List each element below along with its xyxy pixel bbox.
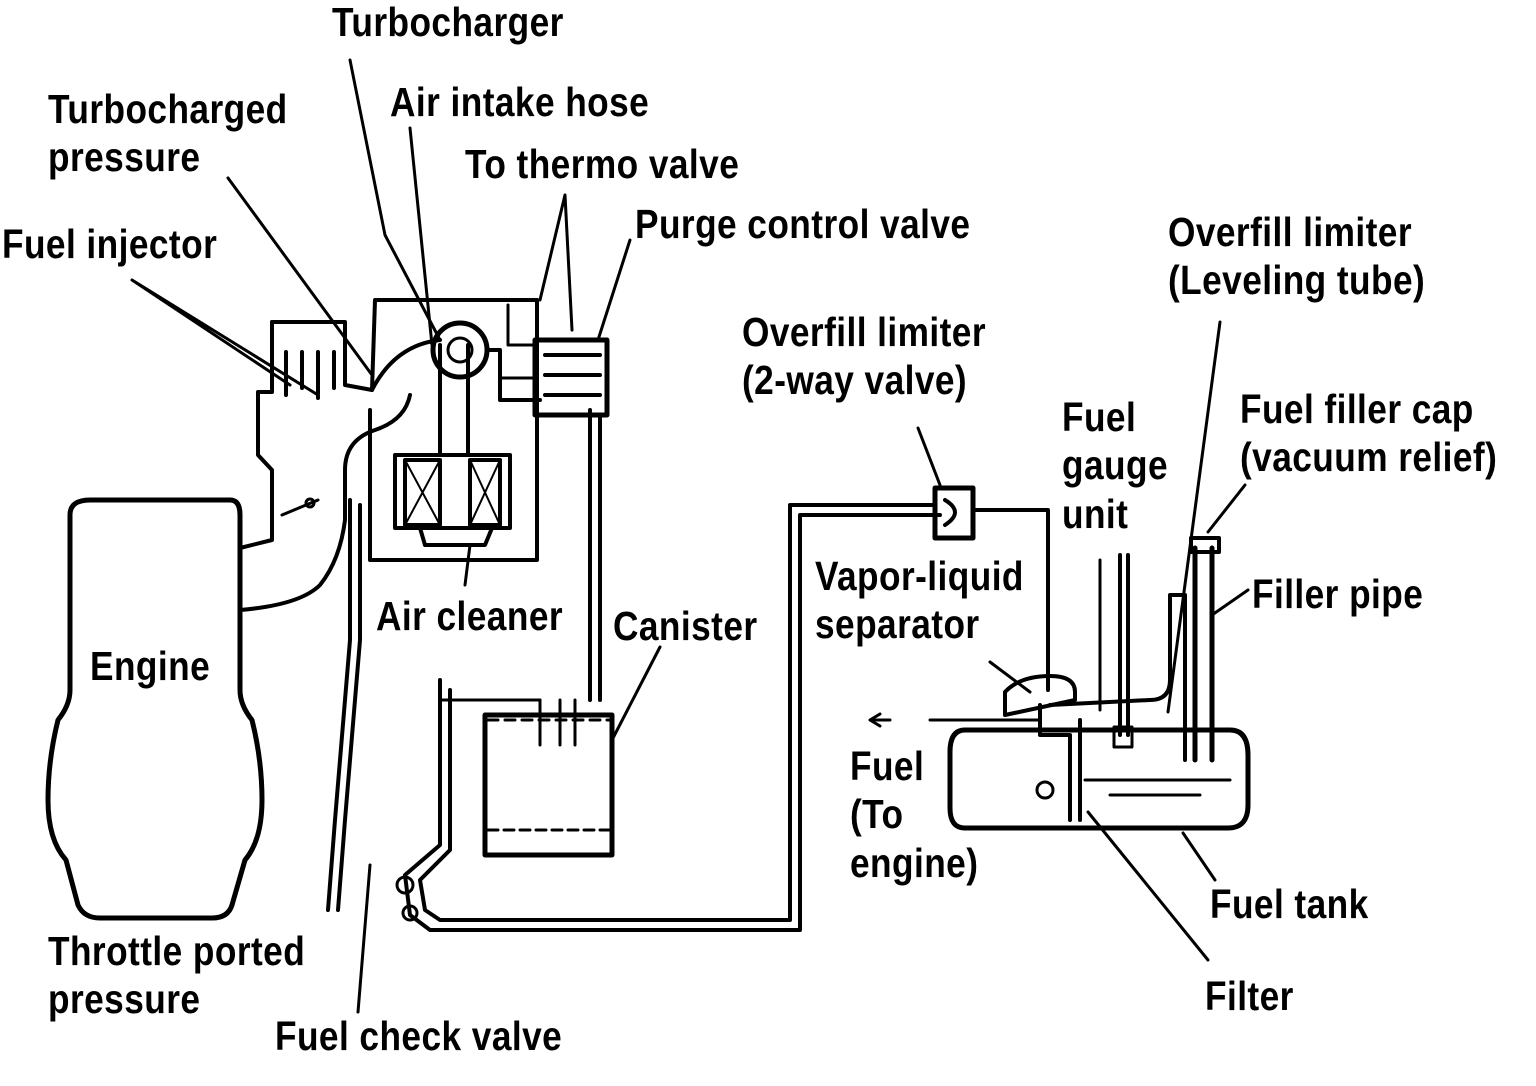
label-purge-control-valve: Purge control valve [635, 201, 971, 247]
purge-control-valve [498, 303, 610, 418]
label-filler-pipe: Filler pipe [1252, 571, 1424, 617]
label-fuel-check-valve: Fuel check valve [275, 1013, 563, 1059]
label-fuel-injector: Fuel injector [2, 221, 218, 267]
label-overfill-limiter-2-way-valve: Overfill limiter (2-way valve) [742, 309, 986, 404]
label-engine: Engine [90, 643, 211, 689]
two-way-valve [932, 485, 1050, 692]
air-cleaner-assembly [368, 298, 539, 587]
fuel-tank [868, 536, 1251, 831]
vapor-lines [326, 408, 942, 932]
label-canister: Canister [613, 603, 758, 649]
leader-lines [130, 58, 1250, 1014]
label-fuel-tank: Fuel tank [1210, 881, 1369, 927]
label-to-thermo-valve: To thermo valve [465, 141, 740, 187]
label-fuel-gauge-unit: Fuel gauge unit [1062, 394, 1168, 537]
label-fuel-filler-cap: Fuel filler cap (vacuum relief) [1240, 386, 1498, 481]
label-turbocharged-pressure: Turbocharged pressure [48, 86, 288, 181]
label-turbocharger: Turbocharger [332, 0, 564, 45]
label-air-intake-hose: Air intake hose [390, 79, 650, 125]
canister [438, 698, 615, 858]
label-filter: Filter [1205, 973, 1294, 1019]
label-overfill-limiter-leveling-tube: Overfill limiter (Leveling tube) [1168, 209, 1426, 304]
engine-block [45, 497, 265, 921]
turbocharger [430, 320, 542, 402]
label-fuel-to-engine: Fuel (To engine) [850, 743, 979, 886]
label-throttle-ported-pressure: Throttle ported pressure [48, 928, 306, 1023]
label-air-cleaner: Air cleaner [376, 593, 564, 639]
label-vapor-liquid-separator: Vapor-liquid separator [815, 553, 1024, 648]
